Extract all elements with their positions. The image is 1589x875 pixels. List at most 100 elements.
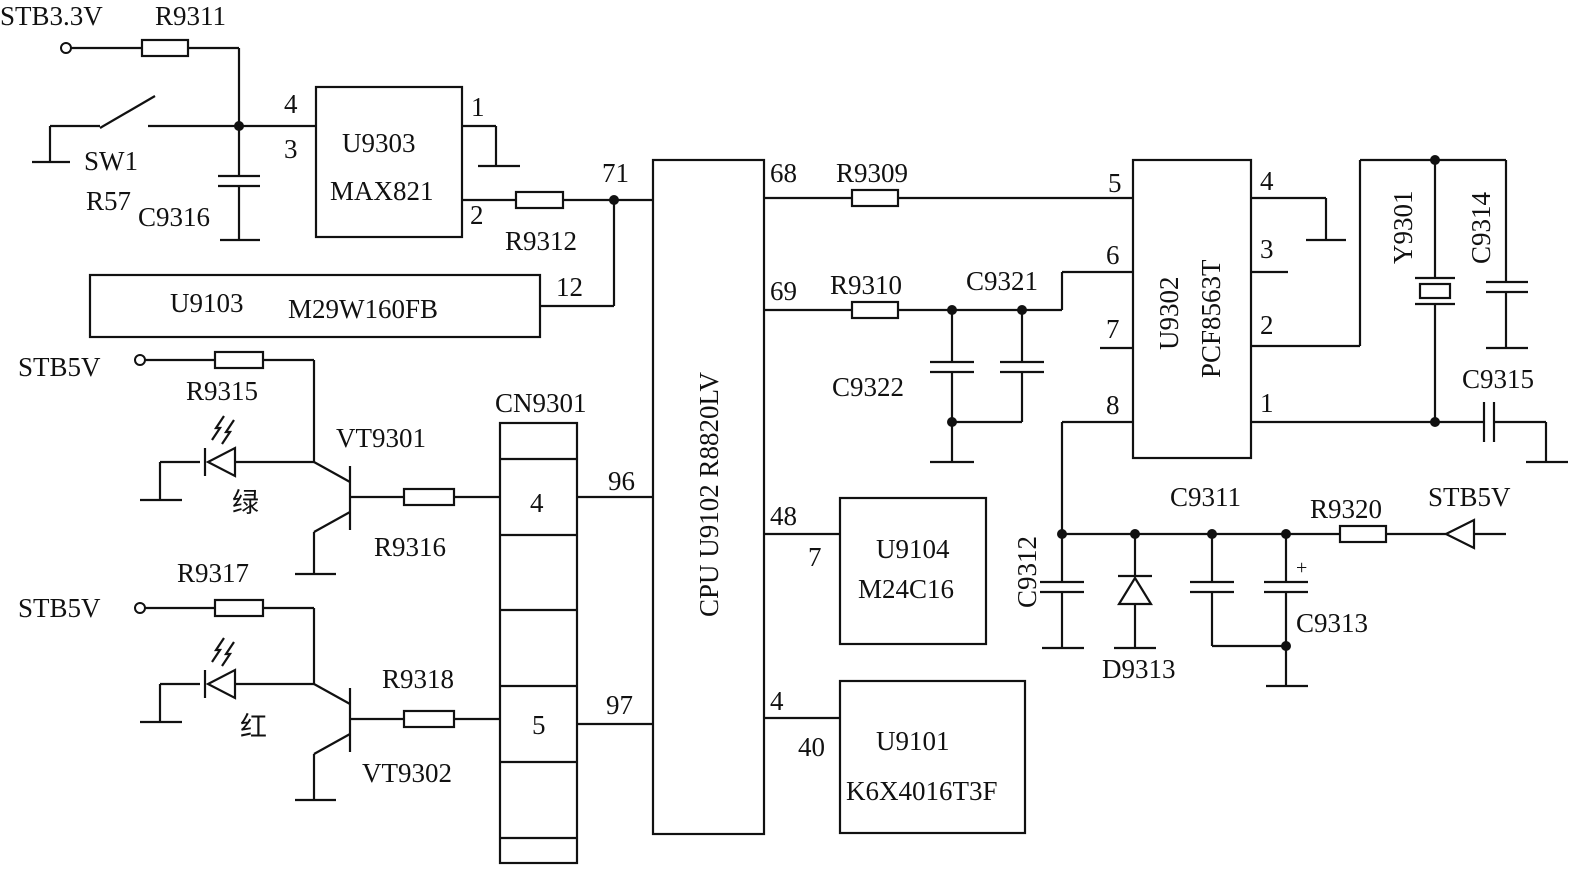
label-max821: MAX821	[330, 176, 434, 206]
label-c9316: C9316	[138, 202, 210, 232]
ic-cpu	[651, 158, 766, 836]
resistor-r9316	[402, 487, 456, 507]
resistor-r9318	[402, 709, 456, 729]
label-r9315: R9315	[186, 376, 258, 406]
label-r9312: R9312	[505, 226, 577, 256]
led-green	[205, 446, 237, 478]
led-red	[205, 668, 237, 700]
label-r9311: R9311	[155, 1, 226, 31]
u9302-pin-2: 2	[1260, 310, 1274, 340]
pin-4: 4	[284, 89, 298, 119]
pin-69: 69	[770, 276, 797, 306]
pin-71: 71	[602, 158, 629, 188]
label-u9103: U9103	[170, 288, 244, 318]
u9302-pin-8: 8	[1106, 390, 1120, 420]
pin-12: 12	[556, 272, 583, 302]
resistor-r9310	[850, 300, 900, 320]
label-c9312: C9312	[1012, 536, 1042, 608]
label-c9313: C9313	[1296, 608, 1368, 638]
stb5v-input-arrow	[1443, 518, 1476, 550]
label-c9314: C9314	[1466, 191, 1496, 264]
resistor-r9317	[213, 598, 265, 618]
ic-u9101	[838, 679, 1027, 835]
sram-u9101: 40 U9101 K6X4016T3F	[798, 679, 1027, 835]
label-r9316: R9316	[374, 532, 446, 562]
junction-dot	[1281, 641, 1291, 651]
label-r9320: R9320	[1310, 494, 1382, 524]
u9302-pin-5: 5	[1108, 168, 1122, 198]
u9302-pin-4: 4	[1260, 166, 1274, 196]
label-green: 绿	[232, 488, 259, 518]
flash-u9103: U9103 M29W160FB 12	[88, 272, 583, 339]
resistor-r9309	[850, 188, 900, 208]
label-stb5v: STB5V	[18, 352, 101, 382]
light-emission-icon	[211, 415, 225, 441]
label-r57: R57	[86, 186, 131, 216]
label-cpu: CPU U9102 R8820LV	[694, 371, 724, 617]
pin-4-cpu: 4	[770, 686, 784, 716]
label-sw1: SW1	[84, 146, 138, 176]
label-cn9301: CN9301	[495, 388, 587, 418]
pin-1: 1	[471, 92, 485, 122]
pin-96: 96	[608, 466, 635, 496]
light-emission-icon	[211, 637, 225, 663]
label-r9317: R9317	[177, 558, 249, 588]
label-stb5v: STB5V	[18, 593, 101, 623]
pin-3: 3	[284, 134, 298, 164]
cn-pin-4: 4	[530, 488, 544, 518]
label-m29w160fb: M29W160FB	[288, 294, 438, 324]
label-stb5v: STB5V	[1428, 482, 1511, 512]
pin-40: 40	[798, 732, 825, 762]
ic-u9302	[1131, 158, 1253, 460]
pin-2: 2	[470, 200, 484, 230]
light-emission-icon	[221, 641, 235, 667]
resistor-r9315	[213, 350, 265, 370]
label-u9303: U9303	[342, 128, 416, 158]
label-m24c16: M24C16	[858, 574, 954, 604]
label-k6x4016t3f: K6X4016T3F	[846, 776, 998, 806]
label-u9302: U9302	[1154, 277, 1184, 351]
label-plus: +	[1296, 557, 1307, 579]
label-r9309: R9309	[836, 158, 908, 188]
label-c9315: C9315	[1462, 364, 1534, 394]
reset-circuit: STB3.3V R9311 SW1 R57 C9316 4 3 U9303 MA…	[0, 1, 653, 308]
connector-cn9301: CN9301 4 5 96 97	[495, 388, 653, 865]
label-u9104: U9104	[876, 534, 950, 564]
crystal-y9301	[1418, 282, 1452, 300]
resistor-r9311	[140, 38, 190, 58]
cn-pin-5: 5	[532, 710, 546, 740]
junction-dot	[947, 417, 957, 427]
label-c9321: C9321	[966, 266, 1038, 296]
i2c-network: R9309 R9310 C9321 C9322	[764, 158, 1133, 464]
label-u9101: U9101	[876, 726, 950, 756]
ic-u9103	[88, 273, 542, 339]
light-emission-icon	[221, 419, 235, 445]
resistor-r9320	[1338, 524, 1388, 544]
u9302-pin-7: 7	[1106, 314, 1120, 344]
ic-u9303	[314, 85, 464, 239]
label-pcf8563t: PCF8563T	[1196, 259, 1226, 378]
label-d9313: D9313	[1102, 654, 1176, 684]
u9302-pin-3: 3	[1260, 234, 1274, 264]
label-r9318: R9318	[382, 664, 454, 694]
resistor-r9312	[514, 190, 565, 210]
label-r9310: R9310	[830, 270, 902, 300]
stb5v-terminal	[134, 602, 146, 614]
pin-68: 68	[770, 158, 797, 188]
pin-48: 48	[770, 501, 797, 531]
label-vt9301: VT9301	[336, 423, 426, 453]
label-y9301: Y9301	[1388, 191, 1418, 265]
rtc-u9302: U9302 PCF8563T 5 6 7 8 4 3 2 1 Y9301	[1100, 155, 1568, 464]
label-vt9302: VT9302	[362, 758, 452, 788]
led-driver-red: STB5V R9317 红 R9318 VT9302	[18, 558, 500, 802]
switch-sw1	[99, 95, 156, 129]
label-stb33v: STB3.3V	[0, 1, 103, 31]
label-c9311: C9311	[1170, 482, 1241, 512]
pin-97: 97	[606, 690, 633, 720]
cpu-u9102: CPU U9102 R8820LV 68 69 48 4	[651, 158, 840, 836]
label-c9322: C9322	[832, 372, 904, 402]
u9302-pin-1: 1	[1260, 388, 1274, 418]
stb33v-terminal	[60, 42, 72, 54]
diode-d9313	[1117, 575, 1153, 606]
